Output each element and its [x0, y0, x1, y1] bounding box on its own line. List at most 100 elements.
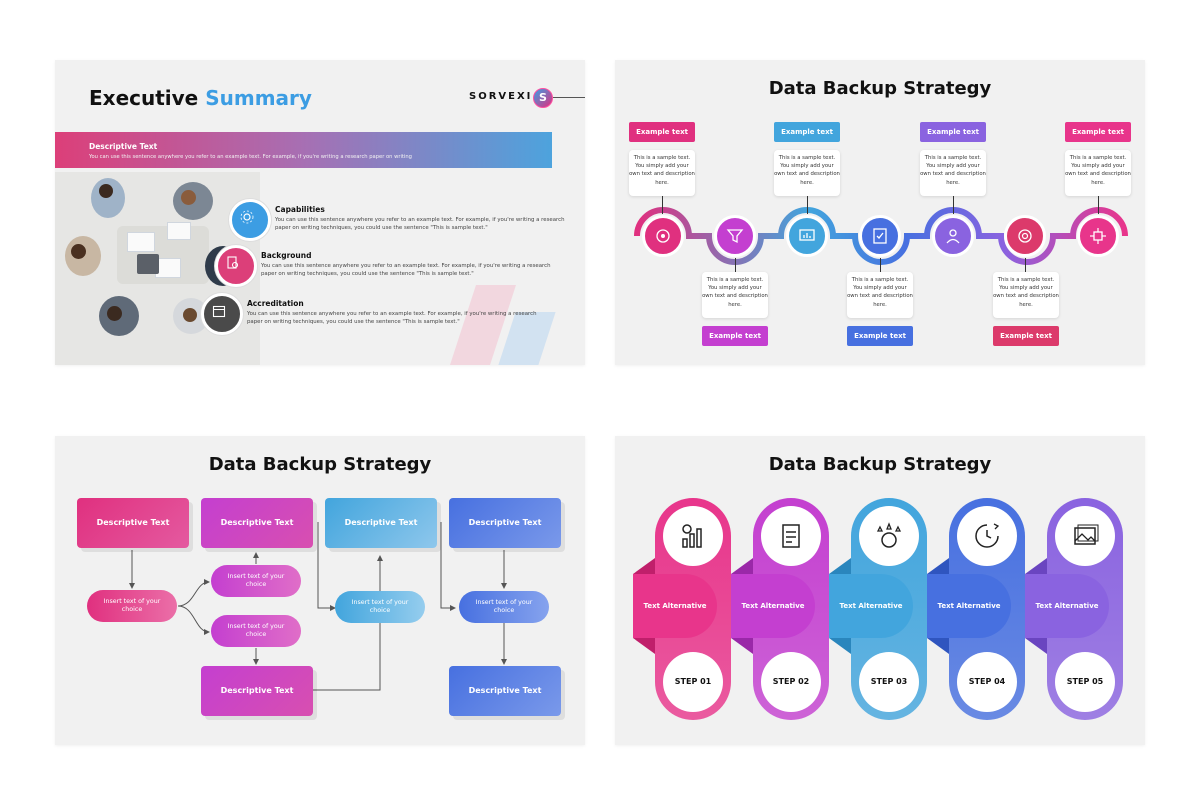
brand-name: SORVEXI: [469, 91, 533, 102]
brain-gear-icon: [642, 215, 684, 257]
timeline-card: This is a sample text. You simply add yo…: [774, 150, 840, 196]
timeline-pointer: [807, 196, 808, 214]
slide-title: Data Backup Strategy: [768, 454, 992, 475]
document-search-icon: [215, 245, 257, 287]
photo-person-head: [71, 244, 86, 259]
flow-box: Descriptive Text: [449, 498, 561, 548]
timeline-card: This is a sample text. You simply add yo…: [702, 272, 768, 318]
timeline-card: This is a sample text. You simply add yo…: [920, 150, 986, 196]
flow-box: Descriptive Text: [201, 666, 313, 716]
timeline-label: Example text: [629, 122, 695, 142]
award-icon: [859, 506, 919, 566]
gear-network-icon: [229, 199, 271, 241]
banner-title: Descriptive Text: [89, 142, 158, 151]
slide-executive-summary: Executive Summary SORVEXI S Descriptive …: [55, 60, 585, 365]
photo-paper: [127, 232, 155, 252]
timeline-label: Example text: [920, 122, 986, 142]
timeline-card: This is a sample text. You simply add yo…: [1065, 150, 1131, 196]
growth-chart-icon: [663, 506, 723, 566]
timeline-card: This is a sample text. You simply add yo…: [629, 150, 695, 196]
timeline-label: Example text: [774, 122, 840, 142]
receipt-icon: [761, 506, 821, 566]
flow-pill: Insert text of your choice: [211, 565, 301, 597]
timeline-label: Example text: [1065, 122, 1131, 142]
step-number: STEP 05: [1055, 652, 1115, 712]
timeline-pointer: [735, 258, 736, 274]
step-label: Text Alternative: [829, 574, 913, 638]
title-part-2: Summary: [205, 86, 312, 110]
feature-title: Background: [261, 251, 312, 260]
timeline-pointer: [662, 196, 663, 214]
slide-title: Data Backup Strategy: [208, 454, 432, 475]
timeline-pointer: [1025, 258, 1026, 274]
photo-person-head: [107, 306, 122, 321]
banner: Descriptive Text You can use this senten…: [55, 132, 552, 168]
title-part-1: Executive: [89, 86, 199, 110]
brand-logo-icon: S: [533, 88, 553, 108]
gallery-icon: [1055, 506, 1115, 566]
step-fold: [927, 558, 949, 574]
step-fold: [829, 558, 851, 574]
feature-text: You can use this sentence anywhere you r…: [247, 311, 537, 325]
flow-box: Descriptive Text: [201, 498, 313, 548]
checklist-icon: [859, 215, 901, 257]
step-number: STEP 02: [761, 652, 821, 712]
timeline-connector: [634, 207, 1128, 265]
feature-text: You can use this sentence anywhere you r…: [275, 217, 565, 231]
calendar-icon: [201, 293, 243, 335]
step-fold: [1025, 638, 1047, 654]
slide-title: Data Backup Strategy: [768, 78, 992, 99]
step-label: Text Alternative: [731, 574, 815, 638]
clock-24-icon: [957, 506, 1017, 566]
timeline-pointer: [880, 258, 881, 274]
feature-title: Accreditation: [247, 299, 304, 308]
step-label: Text Alternative: [633, 574, 717, 638]
photo-laptop: [137, 254, 159, 274]
flow-pill: Insert text of your choice: [459, 591, 549, 623]
slide-title: Executive Summary: [89, 86, 312, 110]
circuit-icon: [1077, 215, 1119, 257]
timeline-label: Example text: [702, 326, 768, 346]
photo-paper: [167, 222, 191, 240]
flow-box: Descriptive Text: [325, 498, 437, 548]
slide-backup-flowchart: Data Backup Strategy Descriptive Text De…: [55, 436, 585, 745]
flow-box: Descriptive Text: [449, 666, 561, 716]
flow-pill: Insert text of your choice: [87, 590, 177, 622]
head-gear-icon: [1004, 215, 1046, 257]
timeline-card: This is a sample text. You simply add yo…: [993, 272, 1059, 318]
step-fold: [927, 638, 949, 654]
step-fold: [633, 638, 655, 654]
step-number: STEP 01: [663, 652, 723, 712]
step-label: Text Alternative: [1025, 574, 1109, 638]
step-fold: [633, 558, 655, 574]
timeline-card: This is a sample text. You simply add yo…: [847, 272, 913, 318]
chart-board-icon: [786, 215, 828, 257]
timeline-label: Example text: [847, 326, 913, 346]
flow-box: Descriptive Text: [77, 498, 189, 548]
flow-pill: Insert text of your choice: [335, 591, 425, 623]
funnel-icon: [714, 215, 756, 257]
timeline-pointer: [1098, 196, 1099, 214]
step-fold: [829, 638, 851, 654]
flow-pill: Insert text of your choice: [211, 615, 301, 647]
step-fold: [731, 638, 753, 654]
photo-person-head: [183, 308, 197, 322]
step-number: STEP 04: [957, 652, 1017, 712]
step-number: STEP 03: [859, 652, 919, 712]
timeline-pointer: [953, 196, 954, 214]
photo-person-head: [99, 184, 113, 198]
feature-text: You can use this sentence anywhere you r…: [261, 263, 551, 277]
feature-title: Capabilities: [275, 205, 325, 214]
step-fold: [731, 558, 753, 574]
banner-text: You can use this sentence anywhere you r…: [89, 154, 412, 160]
photo-person-head: [181, 190, 196, 205]
slide-backup-timeline: Data Backup Strategy Example text This i…: [615, 60, 1145, 365]
timeline-label: Example text: [993, 326, 1059, 346]
step-label: Text Alternative: [927, 574, 1011, 638]
